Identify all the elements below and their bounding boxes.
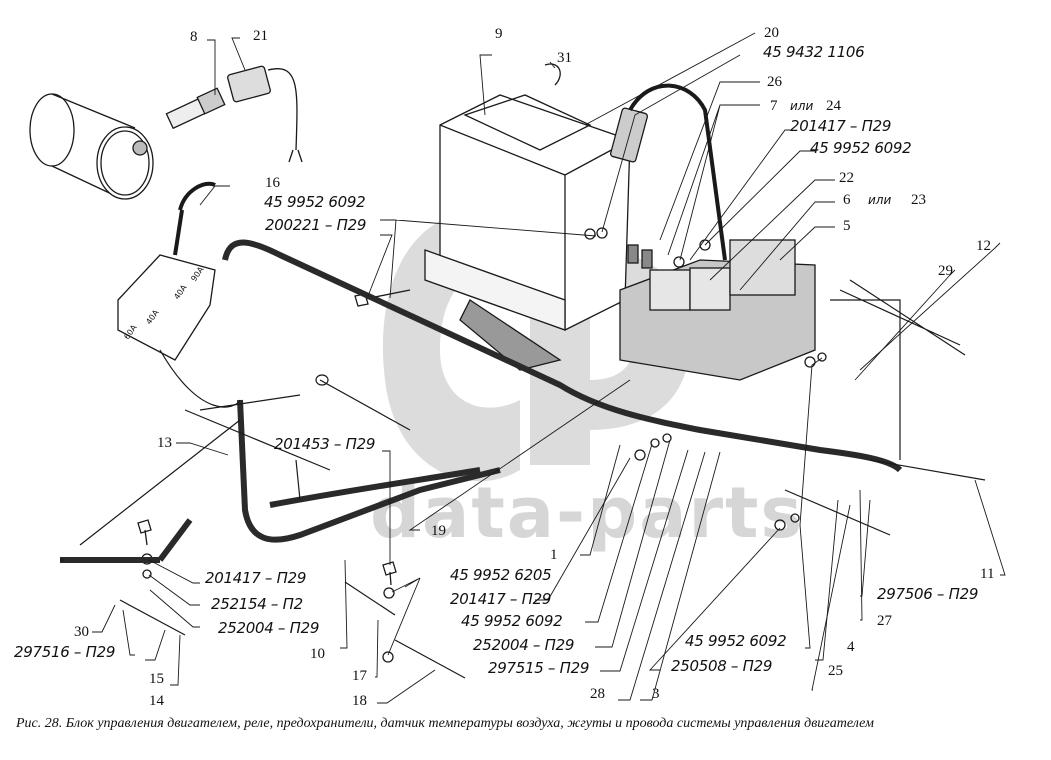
callout-12: 12	[976, 238, 991, 254]
callout-5: 5	[843, 218, 851, 234]
part-number-4599526092-left: 45 9952 6092	[264, 193, 366, 211]
callout-11: 11	[980, 566, 995, 582]
callout-31: 31	[557, 50, 572, 66]
callout-18: 18	[352, 693, 367, 709]
engine-control-unit	[424, 94, 631, 371]
callout-7: 7	[770, 98, 778, 114]
part-number-297506: 297506 – П29	[877, 585, 979, 603]
callout-8: 8	[190, 29, 198, 45]
watermark-text: data-parts	[370, 472, 805, 554]
callout-20: 20	[764, 25, 779, 41]
figure-caption: Рис. 28. Блок управления двигателем, рел…	[16, 716, 874, 731]
part-number-200221: 200221 – П29	[265, 216, 367, 234]
or-label-2: или	[868, 193, 892, 207]
callout-1: 1	[550, 547, 558, 563]
callout-26: 26	[767, 74, 782, 90]
part-number-4599526092-top: 45 9952 6092	[810, 139, 912, 157]
callout-27: 27	[877, 613, 892, 629]
part-number-4599526092-right: 45 9952 6092	[685, 632, 787, 650]
callout-25: 25	[828, 663, 843, 679]
part-number-201417-left: 201417 – П29	[205, 569, 307, 587]
callout-21: 21	[253, 28, 268, 44]
callout-28: 28	[590, 686, 605, 702]
part-number-252004-left: 252004 – П29	[218, 619, 320, 637]
callout-15: 15	[149, 671, 164, 687]
leader-lines	[92, 32, 1006, 704]
part-number-4599526092-mid: 45 9952 6092	[461, 612, 563, 630]
callout-14: 14	[149, 693, 164, 709]
callout-10: 10	[310, 646, 325, 662]
callout-6: 6	[843, 192, 851, 208]
callout-24: 24	[826, 98, 841, 114]
callout-19: 19	[431, 523, 446, 539]
part-number-250508: 250508 – П29	[671, 657, 773, 675]
callout-3: 3	[652, 686, 660, 702]
part-number-459432: 45 9432 1106	[763, 43, 865, 61]
wiring-harness	[60, 239, 903, 563]
callout-13: 13	[157, 435, 172, 451]
part-number-297515: 297515 – П29	[488, 659, 590, 677]
fasteners	[137, 227, 827, 663]
part-number-252154: 252154 – П2	[211, 595, 303, 613]
part-number-201417-top: 201417 – П29	[790, 117, 892, 135]
callout-4: 4	[847, 639, 855, 655]
wire-lines	[60, 279, 986, 679]
callout-16: 16	[265, 175, 280, 191]
part-number-252004-mid: 252004 – П29	[473, 636, 575, 654]
callout-29: 29	[938, 263, 953, 279]
part-number-4599526205: 45 9952 6205	[450, 566, 552, 584]
part-number-201417-mid: 201417 – П29	[450, 590, 552, 608]
callout-17: 17	[352, 668, 367, 684]
callout-23: 23	[911, 192, 926, 208]
relay-fuse-block	[619, 239, 816, 381]
callout-9: 9	[495, 26, 503, 42]
or-label: или	[790, 99, 814, 113]
fuse-box	[117, 181, 216, 361]
air-filter-housing	[29, 93, 154, 200]
part-number-201453: 201453 – П29	[274, 435, 376, 453]
part-number-297516: 297516 – П29	[14, 643, 116, 661]
callout-22: 22	[839, 170, 854, 186]
ecu-clip	[544, 63, 561, 86]
sensor-connector	[227, 65, 303, 163]
air-temperature-sensor	[165, 87, 226, 130]
callout-30: 30	[74, 624, 89, 640]
